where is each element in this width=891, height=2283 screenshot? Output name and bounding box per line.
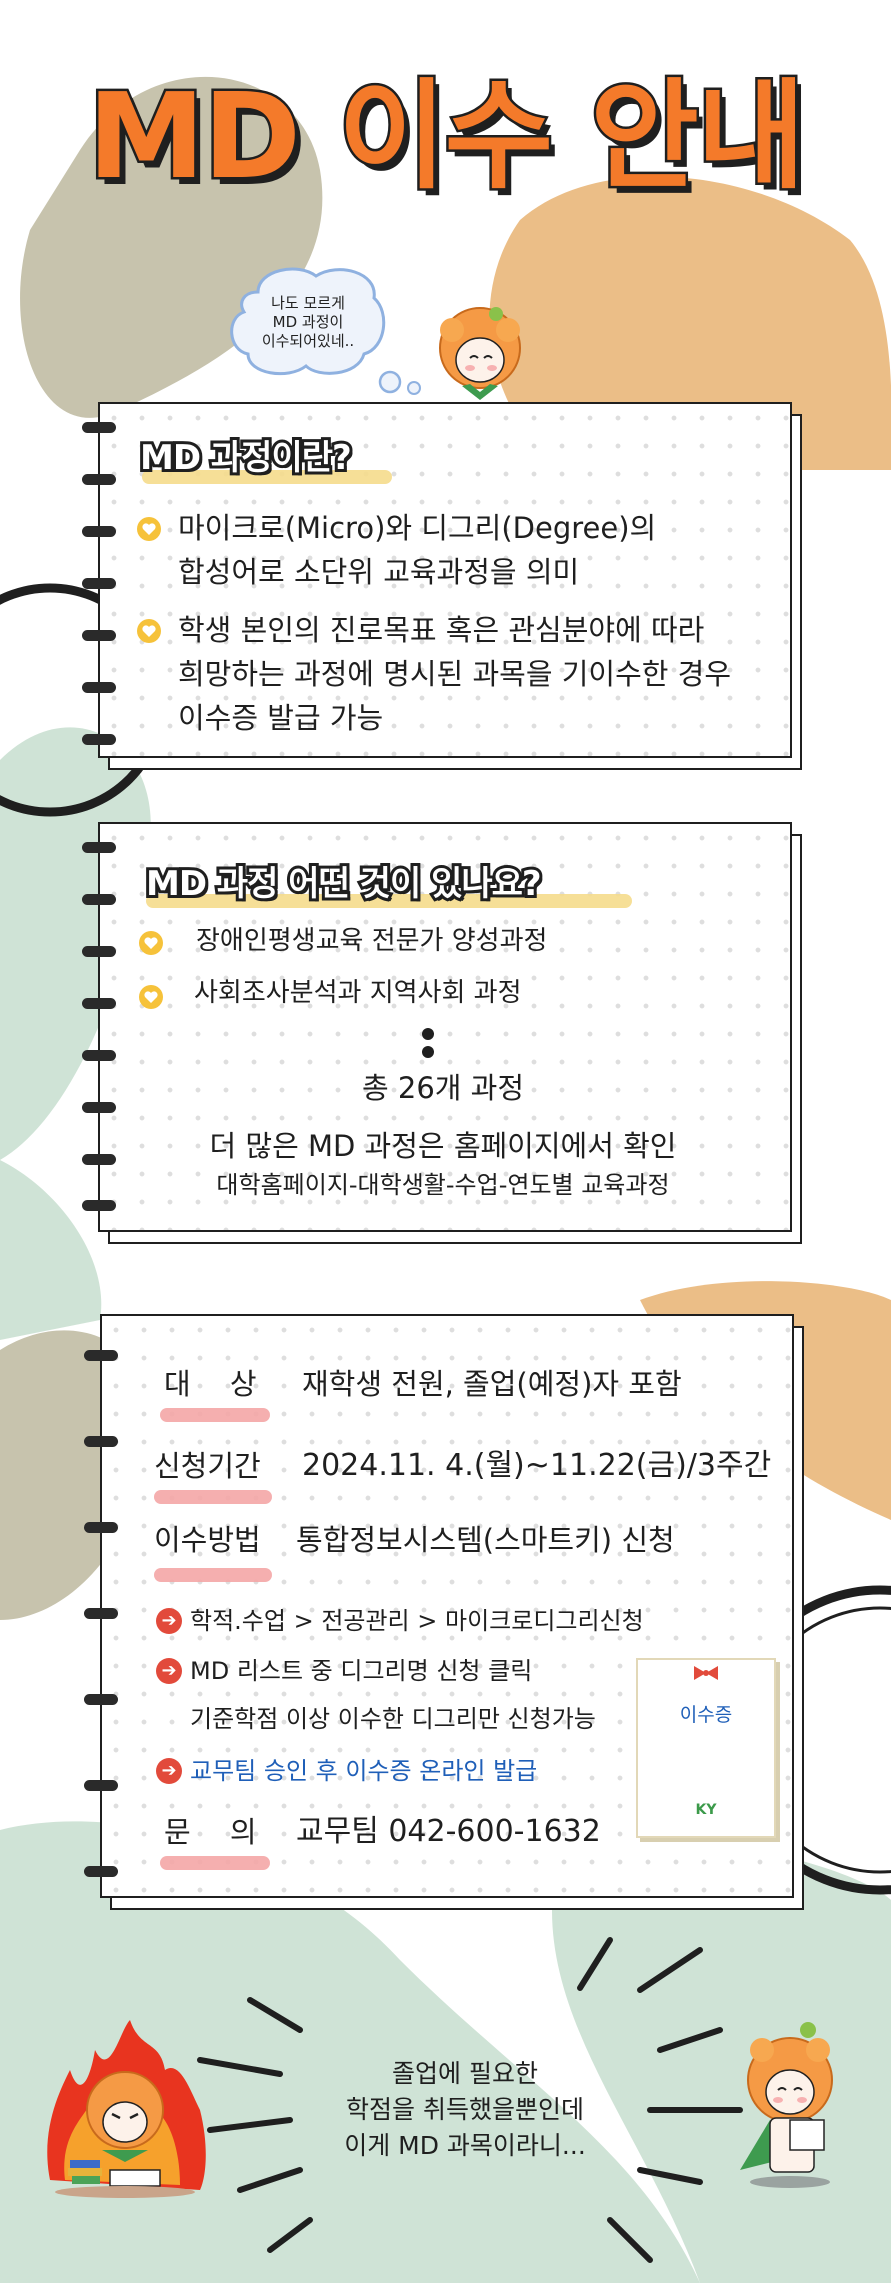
angry-mascot-fire-icon	[47, 2020, 206, 2198]
bubble-dots	[378, 370, 421, 395]
heart-bullet-icon	[137, 619, 161, 643]
binder-ring	[82, 1050, 116, 1061]
card2-item-2: 사회조사분석과 지역사회 과정	[194, 978, 522, 1008]
row-value-method: 통합정보시스템(스마트키) 신청	[296, 1523, 675, 1557]
heart-bullet-icon	[139, 985, 163, 1009]
step-2: MD 리스트 중 디그리명 신청 클릭	[190, 1657, 533, 1685]
card1-item-line: 마이크로(Micro)와 디그리(Degree)의	[178, 511, 657, 545]
binder-ring	[84, 1780, 118, 1791]
row-value-target: 재학생 전원, 졸업(예정)자 포함	[302, 1367, 682, 1401]
label-highlight	[154, 1568, 272, 1582]
row-label-method: 이수방법	[154, 1523, 261, 1557]
row-value-period: 2024.11. 4.(월)~11.22(금)/3주간	[302, 1448, 772, 1483]
mascot-sheep-icon	[439, 307, 521, 400]
card1-item-line: 희망하는 과정에 명시된 과목을 기이수한 경우	[178, 657, 732, 691]
binder-ring	[84, 1694, 118, 1705]
mascot-scroll-icon	[740, 2022, 833, 2188]
binder-ring	[82, 894, 116, 905]
binder-ring	[84, 1350, 118, 1361]
binder-ring	[82, 1102, 116, 1113]
card2-more: 더 많은 MD 과정은 홈페이지에서 확인	[209, 1129, 677, 1163]
heading-highlight	[146, 894, 632, 908]
page-title: MD 이수 안내	[85, 65, 808, 208]
card1-item-line: 이수증 발급 가능	[178, 701, 384, 735]
binder-ring	[82, 630, 116, 641]
binder-ring	[84, 1866, 118, 1877]
heart-bullet-icon	[137, 517, 161, 541]
arrow-right-icon: ➔	[156, 1758, 182, 1784]
binder-ring	[84, 1522, 118, 1533]
binder-ring	[82, 842, 116, 853]
binder-ring	[82, 474, 116, 485]
binder-ring	[82, 1154, 116, 1165]
card1-item-line: 학생 본인의 진로목표 혹은 관심분야에 따라	[178, 613, 705, 647]
card1-item-line: 합성어로 소단위 교육과정을 의미	[178, 555, 580, 589]
bubble-line: MD 과정이	[272, 313, 344, 331]
bubble-line: 나도 모르게	[271, 294, 345, 312]
card-md-definition	[98, 402, 792, 758]
card2-total: 총 26개 과정	[361, 1071, 525, 1105]
certificate-logo: KY	[695, 1802, 717, 1818]
heart-bullet-icon	[139, 931, 163, 955]
certificate-title: 이수증	[679, 1704, 733, 1726]
step-3: 교무팀 승인 후 이수증 온라인 발급	[190, 1757, 538, 1785]
arrow-right-icon: ➔	[156, 1658, 182, 1684]
thought-bubble	[230, 267, 386, 376]
binder-ring	[82, 682, 116, 693]
binder-ring	[82, 998, 116, 1009]
ribbon-icon	[694, 1666, 718, 1680]
arrow-right-icon: ➔	[156, 1608, 182, 1634]
binder-ring	[82, 422, 116, 433]
label-highlight	[160, 1856, 270, 1870]
footer-caption: 졸업에 필요한 학점을 취득했을뿐인데 이게 MD 과목이라니...	[300, 2056, 630, 2164]
binder-ring	[82, 734, 116, 745]
binder-ring	[82, 1200, 116, 1211]
card1-item-2: 학생 본인의 진로목표 혹은 관심분야에 따라 희망하는 과정에 명시된 과목을…	[178, 608, 731, 740]
card1-heading: MD 과정이란?	[137, 435, 355, 481]
certificate-image: 이수증 KY	[636, 1658, 776, 1838]
card2-heading: MD 과정 어떤 것이 있나요?	[143, 861, 545, 907]
row-label-target: 대 상	[164, 1367, 257, 1401]
binder-ring	[84, 1436, 118, 1447]
binder-ring	[84, 1608, 118, 1619]
step-1: 학적.수업 > 전공관리 > 마이크로디그리신청	[190, 1607, 644, 1635]
emphasis-lines	[197, 1937, 743, 2263]
binder-ring	[82, 578, 116, 589]
row-label-contact: 문 의	[164, 1815, 257, 1849]
footer-line: 졸업에 필요한	[392, 2059, 538, 2088]
row-label-period: 신청기간	[154, 1449, 261, 1483]
bubble-text: 나도 모르게 MD 과정이 이수되어있네..	[228, 294, 388, 351]
footer-line: 학점을 취득했을뿐인데	[346, 2095, 584, 2124]
row-value-contact: 교무팀 042-600-1632	[296, 1814, 601, 1849]
label-highlight	[154, 1490, 272, 1504]
card2-item-1: 장애인평생교육 전문가 양성과정	[196, 926, 548, 956]
bubble-line: 이수되어있네..	[261, 332, 355, 350]
binder-ring	[82, 946, 116, 957]
peach-blob-top	[489, 176, 891, 470]
mint-blob-left2	[0, 1160, 102, 1340]
footer-line: 이게 MD 과목이라니...	[344, 2131, 586, 2160]
card-md-list	[98, 822, 792, 1232]
ellipsis-dots-icon	[422, 1028, 434, 1058]
heading-highlight	[142, 470, 392, 484]
label-highlight	[160, 1408, 270, 1422]
binder-ring	[82, 526, 116, 537]
step-2-note: 기준학점 이상 이수한 디그리만 신청가능	[190, 1705, 596, 1733]
card1-item-1: 마이크로(Micro)와 디그리(Degree)의 합성어로 소단위 교육과정을…	[178, 506, 656, 594]
card2-path: 대학홈페이지-대학생활-수업-연도별 교육과정	[216, 1171, 670, 1199]
